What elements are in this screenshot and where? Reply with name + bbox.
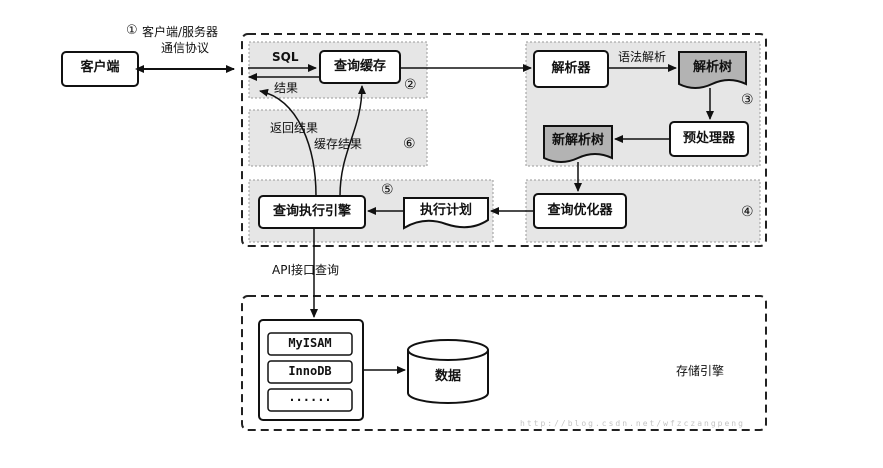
step3-label: ③ <box>741 92 754 108</box>
data-cylinder <box>407 339 489 404</box>
optimizer-label: 查询优化器 <box>547 203 613 218</box>
protocol-label-line1: 客户端/服务器 <box>142 25 219 39</box>
engine-more-box <box>267 388 353 412</box>
engine-more-label: ...... <box>288 390 332 404</box>
execution-engine-box <box>258 195 366 229</box>
cache-result-label: 缓存结果 <box>314 137 363 151</box>
parse-tree-doc <box>678 51 747 89</box>
sql-label: SQL <box>272 50 299 64</box>
client-label: 客户端 <box>80 60 120 75</box>
query-cache-box <box>319 50 401 84</box>
new-parse-tree-label: 新解析树 <box>551 133 604 148</box>
step4-label: ④ <box>741 204 754 220</box>
parser-label: 解析器 <box>551 61 591 76</box>
step2-label: ② <box>404 77 417 93</box>
protocol-label-line2: 通信协议 <box>161 41 210 55</box>
step5-label: ⑤ <box>381 182 394 198</box>
data-store-label: 数据 <box>434 369 461 384</box>
parser-box <box>533 50 609 88</box>
return-result-label: 返回结果 <box>270 121 319 135</box>
step6-label: ⑥ <box>403 136 416 152</box>
engine-myisam-label: MyISAM <box>288 336 332 350</box>
return-result-arrow <box>259 88 317 197</box>
query-cache-label: 查询缓存 <box>333 59 386 74</box>
result-label: 结果 <box>274 81 299 95</box>
parse-tree-label: 解析树 <box>692 60 732 75</box>
execution-engine-label: 查询执行引擎 <box>272 204 351 219</box>
execution-plan-label: 执行计划 <box>419 203 472 218</box>
watermark: http://blog.csdn.net/wfzczangpeng <box>520 419 745 428</box>
new-parse-tree-doc <box>543 125 613 163</box>
engine-myisam-box <box>267 332 353 356</box>
api-query-label: API接口查询 <box>272 263 339 277</box>
cache-result-arrow <box>339 85 366 197</box>
storage-engine-label: 存储引擎 <box>676 364 725 378</box>
engine-innodb-label: InnoDB <box>288 364 332 378</box>
engine-innodb-box <box>267 360 353 384</box>
preprocessor-label: 预处理器 <box>682 131 735 146</box>
protocol-step-label: ① <box>126 23 138 38</box>
syntax-parse-label: 语法解析 <box>618 50 667 64</box>
cache-store-panel <box>248 109 428 167</box>
execution-plan-doc <box>403 197 489 230</box>
